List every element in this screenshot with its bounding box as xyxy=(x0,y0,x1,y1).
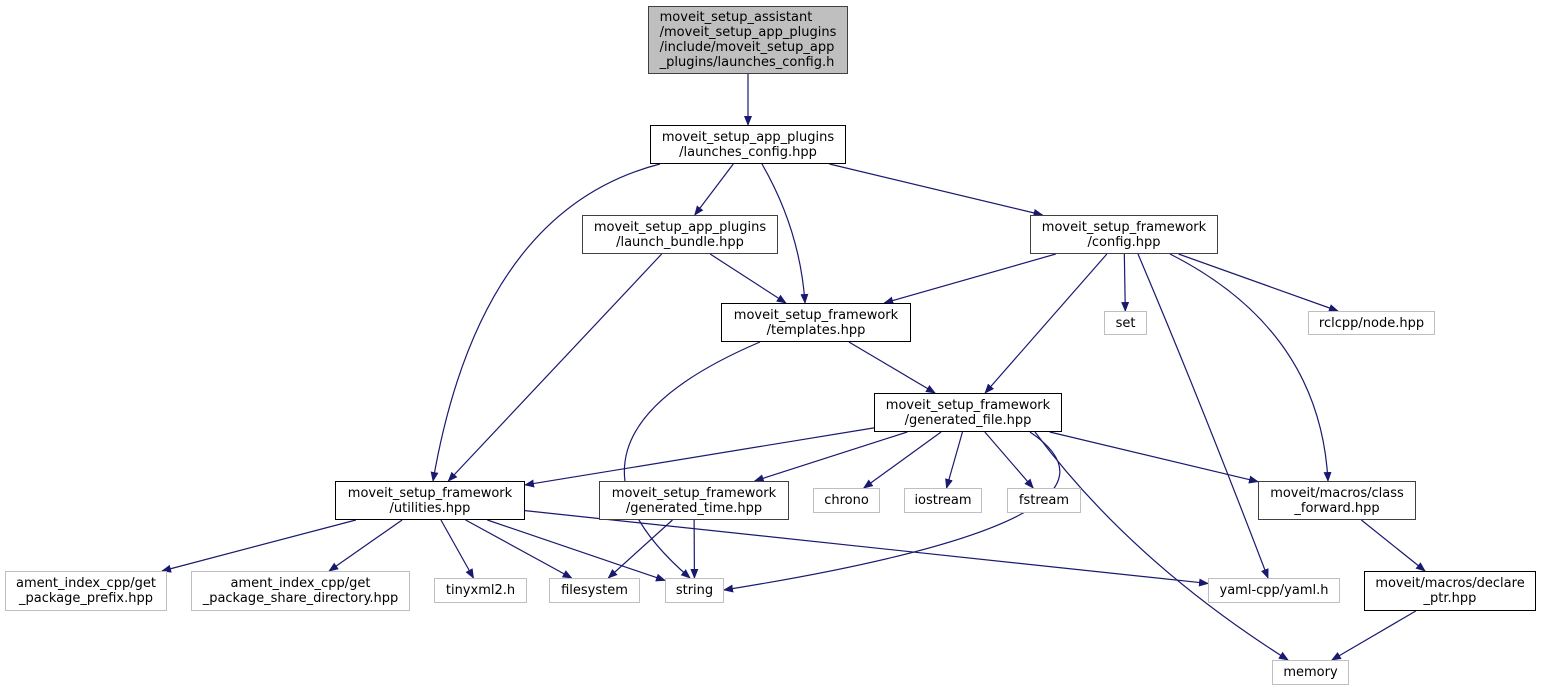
graph-edge-generated-file-to-utilities xyxy=(524,427,875,488)
graph-edge-generated-file-to-string xyxy=(723,431,1061,593)
graph-edge-config-to-rclcpp-node xyxy=(1178,253,1339,312)
graph-edge-config-to-set xyxy=(1121,253,1130,312)
graph-node-launch-bundle[interactable]: moveit_setup_app_plugins /launch_bundle.… xyxy=(582,215,778,254)
graph-node-string: string xyxy=(665,578,724,603)
graph-node-yaml: yaml-cpp/yaml.h xyxy=(1208,578,1340,603)
graph-node-label: chrono xyxy=(824,493,869,508)
graph-node-declare-ptr[interactable]: moveit/macros/declare _ptr.hpp xyxy=(1364,571,1536,611)
graph-node-fstream: fstream xyxy=(1007,488,1081,513)
graph-node-generated-file[interactable]: moveit_setup_framework /generated_file.h… xyxy=(874,393,1062,432)
graph-node-label: moveit_setup_framework /templates.hpp xyxy=(733,307,899,338)
graph-node-label: tinyxml2.h xyxy=(445,583,516,598)
graph-edge-generated-file-to-iostream xyxy=(945,431,964,489)
graph-node-label: string xyxy=(675,583,714,598)
graph-node-utilities[interactable]: moveit_setup_framework /utilities.hpp xyxy=(335,481,525,520)
graph-node-label: moveit_setup_framework /generated_time.h… xyxy=(611,485,777,516)
graph-node-memory: memory xyxy=(1272,660,1349,685)
graph-node-tinyxml2: tinyxml2.h xyxy=(434,578,527,603)
graph-node-label: filesystem xyxy=(561,583,628,598)
graph-node-rclcpp-node: rclcpp/node.hpp xyxy=(1308,311,1435,335)
graph-node-launches-config[interactable]: moveit_setup_app_plugins /launches_confi… xyxy=(650,125,846,164)
graph-node-ament-share: ament_index_cpp/get _package_share_direc… xyxy=(191,571,410,611)
graph-node-class-forward[interactable]: moveit/macros/class _forward.hpp xyxy=(1258,481,1416,520)
graph-node-label: moveit_setup_app_plugins /launch_bundle.… xyxy=(593,219,767,250)
graph-edge-declare-ptr-to-memory xyxy=(1331,610,1417,661)
graph-node-label: moveit_setup_framework /config.hpp xyxy=(1041,219,1207,250)
graph-node-label: yaml-cpp/yaml.h xyxy=(1219,583,1329,598)
graph-node-label: iostream xyxy=(914,493,972,508)
graph-node-label: moveit_setup_app_plugins /launches_confi… xyxy=(661,129,835,160)
graph-node-set: set xyxy=(1104,311,1147,335)
graph-edge-generated-time-to-filesystem xyxy=(607,519,673,579)
graph-node-ament-prefix: ament_index_cpp/get _package_prefix.hpp xyxy=(5,571,167,611)
graph-edge-launch-bundle-to-utilities xyxy=(447,253,663,482)
graph-node-templates[interactable]: moveit_setup_framework /templates.hpp xyxy=(721,303,911,342)
graph-edge-launches-config-to-config xyxy=(829,163,1044,217)
graph-edge-class-forward-to-declare-ptr xyxy=(1360,519,1426,572)
graph-edge-generated-file-to-generated-time xyxy=(753,431,908,483)
graph-node-label: moveit/macros/declare _ptr.hpp xyxy=(1375,576,1525,606)
graph-edge-config-to-class-forward xyxy=(1169,253,1332,482)
graph-node-generated-time[interactable]: moveit_setup_framework /generated_time.h… xyxy=(599,481,789,520)
graph-edge-utilities-to-filesystem xyxy=(465,519,573,579)
graph-edge-utilities-to-ament-share xyxy=(328,519,403,572)
graph-edge-utilities-to-ament-prefix xyxy=(161,519,357,573)
graph-node-label: moveit_setup_assistant /moveit_setup_app… xyxy=(659,10,837,70)
graph-edge-utilities-to-yaml xyxy=(524,510,1209,587)
graph-node-label: ament_index_cpp/get _package_prefix.hpp xyxy=(16,576,156,606)
graph-node-label: fstream xyxy=(1018,493,1070,508)
graph-edge-launches-config-to-utilities xyxy=(430,163,661,482)
graph-node-config[interactable]: moveit_setup_framework /config.hpp xyxy=(1030,215,1218,254)
graph-node-label: rclcpp/node.hpp xyxy=(1318,315,1425,331)
graph-node-filesystem: filesystem xyxy=(549,578,640,603)
graph-node-label: moveit/macros/class _forward.hpp xyxy=(1270,485,1404,516)
graph-edge-config-to-generated-file xyxy=(984,253,1108,394)
graph-edge-utilities-to-string xyxy=(487,519,666,582)
graph-edge-utilities-to-tinyxml2 xyxy=(440,519,475,579)
graph-node-label: ament_index_cpp/get _package_share_direc… xyxy=(202,576,399,606)
graph-edge-launch-bundle-to-templates xyxy=(709,253,787,304)
graph-node-iostream: iostream xyxy=(904,488,982,513)
graph-node-label: memory xyxy=(1283,665,1338,680)
graph-node-label: moveit_setup_framework /generated_file.h… xyxy=(885,397,1051,428)
graph-node-label: set xyxy=(1115,315,1136,331)
graph-edge-generated-file-to-chrono xyxy=(862,431,942,489)
graph-node-chrono: chrono xyxy=(813,488,880,513)
graph-edge-generated-file-to-fstream xyxy=(984,431,1034,489)
graph-edge-launches-config-to-launch-bundle xyxy=(694,163,734,216)
graph-edge-config-to-templates xyxy=(883,253,1056,305)
graph-node-root: moveit_setup_assistant /moveit_setup_app… xyxy=(648,6,848,74)
graph-edge-generated-file-to-class-forward xyxy=(1049,431,1259,484)
graph-edge-templates-to-generated-file xyxy=(848,341,936,394)
graph-edge-config-to-yaml xyxy=(1137,253,1269,579)
graph-edge-launches-config-to-templates xyxy=(761,163,809,304)
graph-edge-generated-file-to-memory xyxy=(1034,431,1289,661)
graph-node-label: moveit_setup_framework /utilities.hpp xyxy=(347,485,513,516)
graph-edge-templates-to-string xyxy=(623,341,761,579)
